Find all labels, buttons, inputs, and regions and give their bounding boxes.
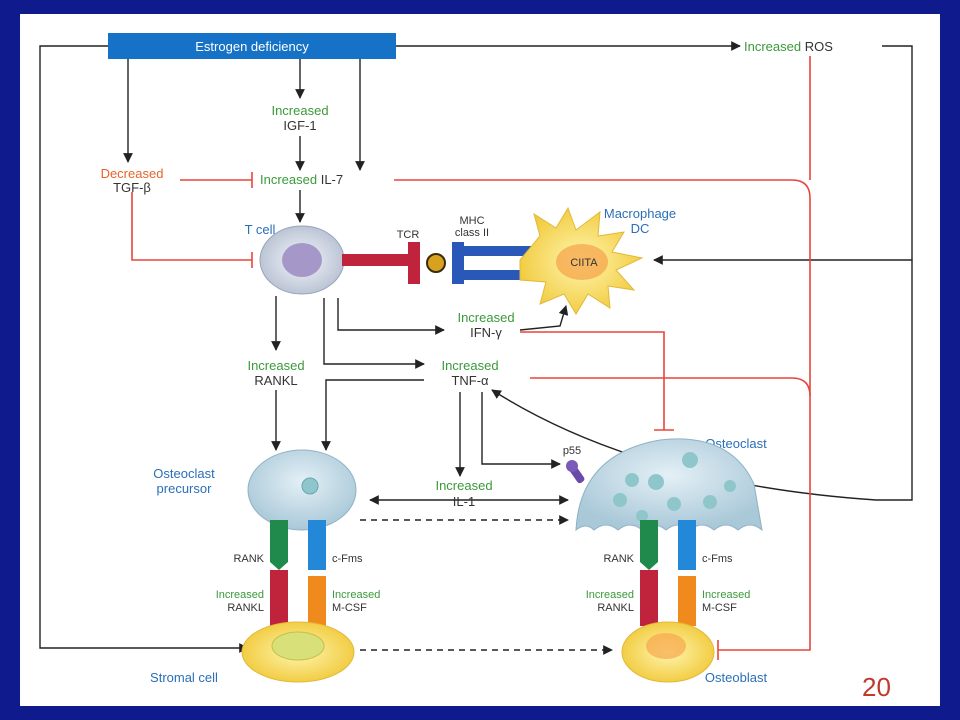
rankl-left-name: RANKL	[227, 602, 264, 614]
tnfa-prefix: Increased	[441, 358, 498, 373]
tcell	[259, 225, 345, 295]
connectors	[39, 41, 913, 655]
mcsf-left-name: M-CSF	[332, 602, 367, 614]
cfms-right-label: c-Fms	[702, 553, 733, 565]
macrophage-label-2: DC	[631, 221, 650, 236]
tgfb-prefix: Decreased	[101, 166, 164, 181]
ifng-prefix: Increased	[457, 310, 514, 325]
macrophage-cell	[519, 206, 644, 315]
rankl-top-prefix: Increased	[247, 358, 304, 373]
stromal-cell	[241, 621, 355, 683]
osteoclast-label: Osteoclast	[705, 436, 767, 451]
igf1-name: IGF-1	[283, 118, 316, 133]
rank-left-label: RANK	[233, 553, 264, 565]
mcsf-right-prefix: Increased	[702, 589, 750, 601]
ros-label: Increased ROS	[744, 39, 833, 54]
precursor-label-2: precursor	[157, 481, 213, 496]
osteoporosis-pathway-diagram: Estrogen deficiency Increased ROS Increa…	[39, 33, 913, 685]
ifng-name: IFN-γ	[470, 325, 502, 340]
igf1-prefix: Increased	[271, 103, 328, 118]
il7-label: Increased IL-7	[260, 172, 343, 187]
rankl-left-prefix: Increased	[216, 589, 264, 601]
osteoblast-cell	[621, 621, 715, 683]
inhibition-lines	[131, 56, 811, 660]
osteoblast-label: Osteoblast	[705, 670, 768, 685]
mhc-label-1: MHC	[459, 215, 484, 227]
tcell-label: T cell	[245, 222, 276, 237]
il1-name: IL-1	[453, 494, 475, 509]
slide: Estrogen deficiency Increased ROS Increa…	[20, 14, 940, 706]
ciita-label: CIITA	[570, 257, 598, 269]
tcr-label: TCR	[397, 229, 420, 241]
macrophage-label-1: Macrophage	[604, 206, 676, 221]
osteoclast-cell	[575, 438, 763, 532]
mcsf-right-name: M-CSF	[702, 602, 737, 614]
precursor-label-1: Osteoclast	[153, 466, 215, 481]
il1-prefix: Increased	[435, 478, 492, 493]
estrogen-box	[108, 33, 396, 59]
rank-right-label: RANK	[603, 553, 634, 565]
mcsf-left-prefix: Increased	[332, 589, 380, 601]
tgfb-name: TGF-β	[113, 180, 151, 195]
p55-label: p55	[563, 445, 581, 457]
stromal-label: Stromal cell	[150, 670, 218, 685]
tnfa-name: TNF-α	[451, 373, 489, 388]
mhc-label-2: class II	[455, 227, 489, 239]
rankl-top-name: RANKL	[254, 373, 297, 388]
estrogen-label: Estrogen deficiency	[195, 39, 309, 54]
p55-receptor	[566, 460, 585, 484]
page-number: 20	[862, 672, 891, 702]
tcr-mhc-complex	[342, 242, 534, 284]
cfms-left-label: c-Fms	[332, 553, 363, 565]
osteoclast-precursor	[247, 449, 357, 531]
rankl-right-prefix: Increased	[586, 589, 634, 601]
left-receptors	[270, 520, 326, 626]
right-receptors	[640, 520, 696, 626]
rankl-right-name: RANKL	[597, 602, 634, 614]
